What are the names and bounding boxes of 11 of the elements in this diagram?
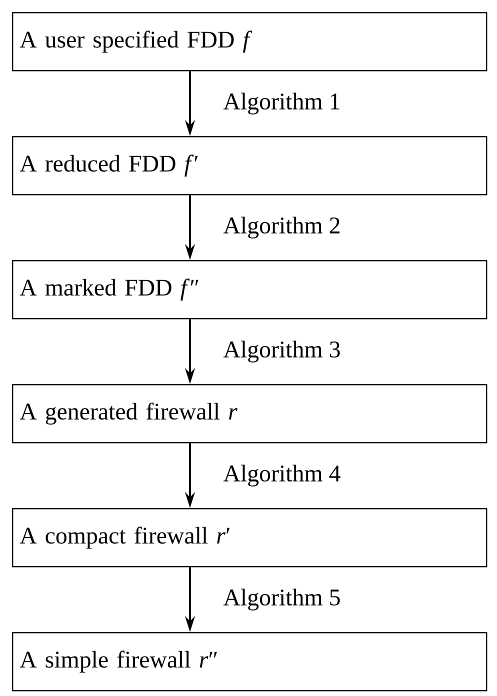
- process-box: A simple firewall r″: [12, 632, 488, 692]
- edge-label: Algorithm 1: [223, 92, 340, 114]
- edge-label: Algorithm 5: [223, 588, 340, 610]
- edge-label: Algorithm 4: [223, 464, 340, 486]
- edge-label: Algorithm 3: [223, 340, 340, 362]
- process-box: A marked FDD f″: [12, 260, 488, 320]
- process-box: A generated firewall r: [12, 384, 488, 444]
- edge-label: Algorithm 2: [223, 216, 340, 238]
- process-box: A compact firewall r′: [12, 508, 488, 568]
- process-box: A reduced FDD f′: [12, 136, 488, 196]
- process-box: A user specified FDD f: [12, 12, 488, 72]
